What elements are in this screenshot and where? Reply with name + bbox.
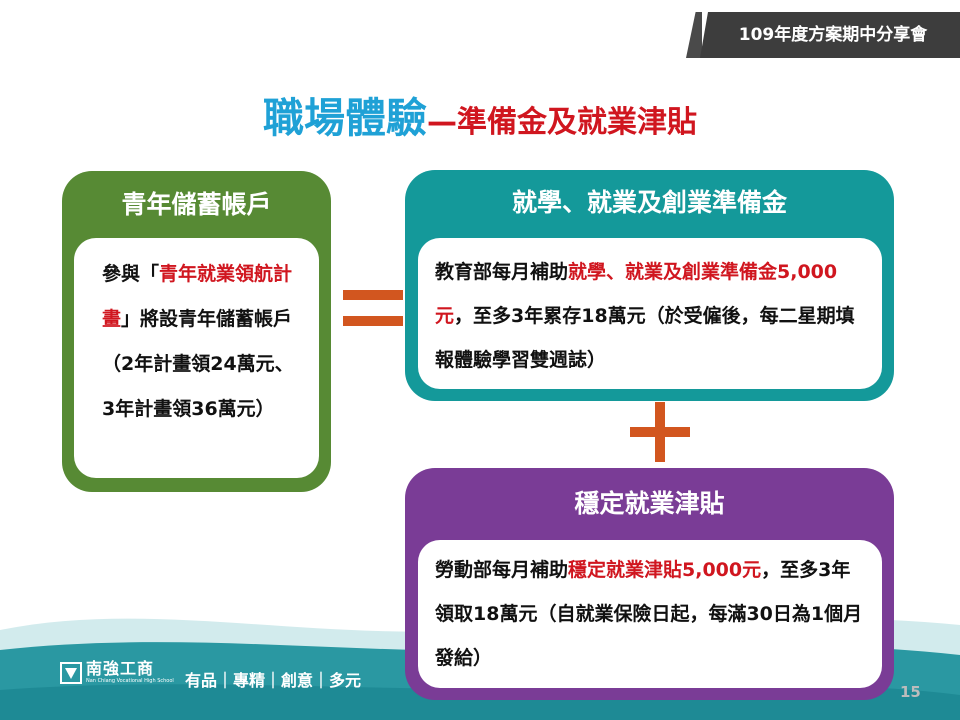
- savings-account-box: 青年儲蓄帳戶 參與「青年就業領航計畫」將設青年儲蓄帳戶（2年計畫領24萬元、3年…: [62, 171, 331, 492]
- employment-allowance-box: 穩定就業津貼 勞動部每月補助穩定就業津貼5,000元，至多3年領取18萬元（自就…: [405, 468, 894, 700]
- school-name: 南強工商: [86, 659, 155, 678]
- fund-text-1: 教育部每月補助: [435, 261, 569, 283]
- allowance-text-2: ，至多3年領取18萬元（自就業保險日起，每滿30日為1個月發給）: [435, 559, 863, 669]
- preparation-fund-box: 就學、就業及創業準備金 教育部每月補助就學、就業及創業準備金5,000元，至多3…: [405, 170, 894, 401]
- title-sub: 準備金及就業津貼: [457, 105, 697, 140]
- header-tag: 109年度方案期中分享會: [686, 12, 960, 58]
- plus-icon: [630, 402, 690, 462]
- savings-highlight: 青年就業領航計畫: [102, 263, 293, 330]
- slide-title: 職場體驗—準備金及就業津貼: [0, 84, 960, 144]
- savings-body: 參與「青年就業領航計畫」將設青年儲蓄帳戶（2年計畫領24萬元、3年計畫領36萬元…: [74, 238, 319, 478]
- title-main: 職場體驗: [263, 94, 427, 142]
- savings-heading: 青年儲蓄帳戶: [121, 190, 272, 219]
- equals-icon: [343, 290, 403, 330]
- allowance-text-1: 勞動部每月補助: [435, 559, 569, 581]
- header-bar: [700, 12, 960, 58]
- fund-highlight: 就學、就業及創業準備金5,000元: [435, 261, 838, 327]
- fund-body: 教育部每月補助就學、就業及創業準備金5,000元，至多3年累存18萬元（於受僱後…: [418, 238, 882, 389]
- fund-text-2: ，至多3年累存18萬元（於受僱後，每二星期填報體驗學習雙週誌）: [435, 305, 855, 371]
- page-number: 15: [900, 683, 921, 701]
- title-dash: —: [427, 105, 457, 140]
- allowance-highlight: 穩定就業津貼5,000元: [568, 559, 762, 581]
- school-logo: 南強工商 Nan Chiang Vocational High School: [60, 660, 174, 685]
- allowance-heading: 穩定就業津貼: [574, 489, 725, 518]
- fund-heading: 就學、就業及創業準備金: [511, 188, 787, 217]
- savings-text-2: 」將設青年儲蓄帳戶（2年計畫領24萬元、3年計畫領36萬元）: [102, 308, 294, 420]
- school-english-name: Nan Chiang Vocational High School: [86, 678, 174, 684]
- event-title: 109年度方案期中分享會: [738, 25, 928, 45]
- school-logo-icon: [60, 661, 82, 684]
- savings-text-1: 參與「: [102, 263, 160, 285]
- header-accent: [686, 12, 702, 58]
- allowance-body: 勞動部每月補助穩定就業津貼5,000元，至多3年領取18萬元（自就業保險日起，每…: [418, 540, 882, 688]
- school-motto: 有品｜專精｜創意｜多元: [185, 671, 362, 690]
